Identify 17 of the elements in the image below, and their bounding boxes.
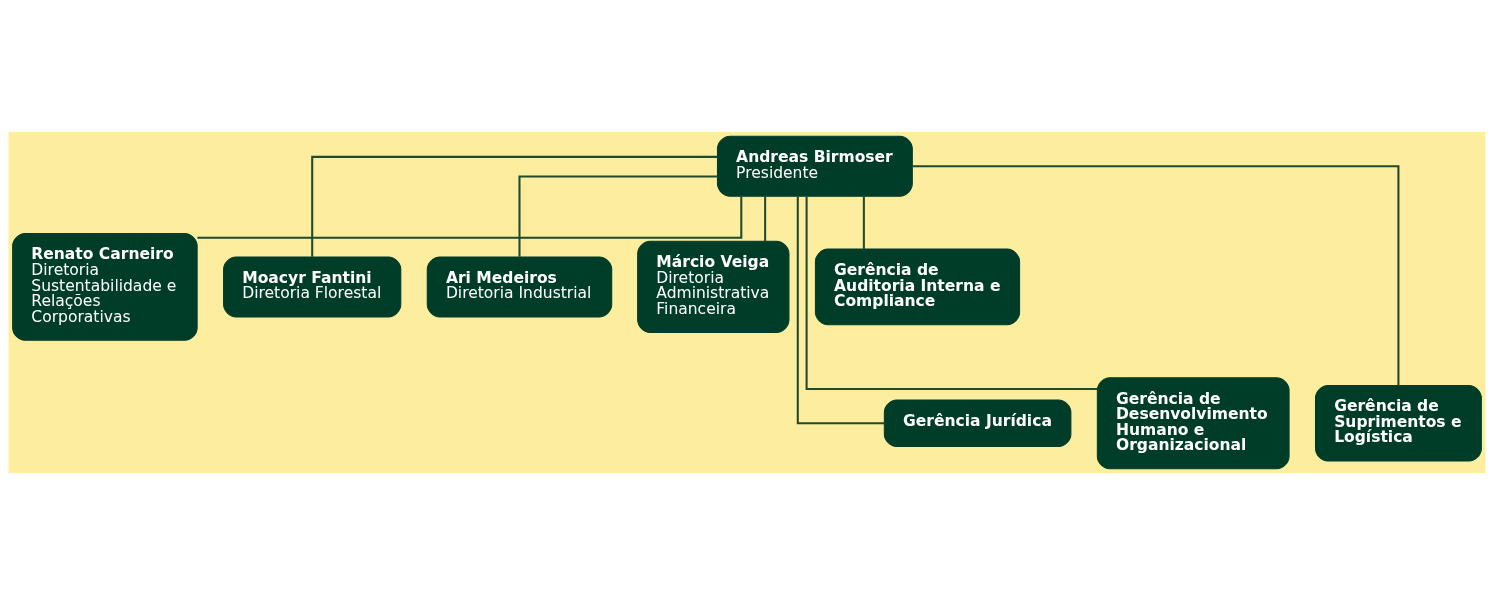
node-box: Gerência de Auditoria Interna e Compliance xyxy=(814,248,1021,325)
connector xyxy=(796,196,885,424)
node-box: Ari Medeiros Diretoria Industrial xyxy=(426,255,613,318)
connector xyxy=(197,196,743,239)
node-box: Gerência de Desenvolvimento Humano e Organizacional xyxy=(1096,376,1290,469)
connector xyxy=(912,164,1400,385)
connector xyxy=(311,155,718,257)
connector xyxy=(764,195,767,241)
node-box: Márcio Veiga Diretoria Administrativa Financeira xyxy=(637,240,790,333)
node-box: Gerência Jurídica xyxy=(883,398,1072,447)
node-box: Andreas Birmoser Presidente xyxy=(716,135,913,197)
node-box: Moacyr Fantini Diretoria Florestal xyxy=(223,255,402,318)
connector xyxy=(518,175,718,257)
connector xyxy=(862,195,865,249)
connector xyxy=(805,196,1098,390)
node-box: Gerência de Suprimentos e Logística xyxy=(1315,384,1482,462)
node-box: Renato Carneiro Diretoria Sustentabilidade e Relações Corporativas xyxy=(12,232,198,341)
